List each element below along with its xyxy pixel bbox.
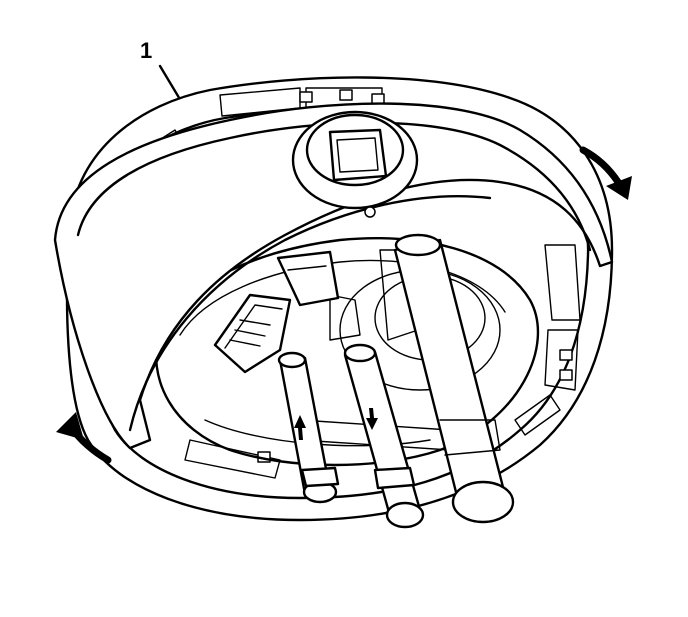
fuel-line-pipe-right xyxy=(393,233,515,524)
fuel-line-pipe-middle xyxy=(343,343,425,529)
callout-label: 1 xyxy=(140,38,153,63)
counterclockwise-arrow-left xyxy=(56,412,112,464)
electrical-connector xyxy=(213,250,340,374)
fuel-sender-module-top xyxy=(155,237,540,467)
down-arrow xyxy=(366,408,378,430)
clockwise-arrow-right xyxy=(579,146,632,200)
up-arrow xyxy=(294,415,306,440)
tool-square-drive-socket xyxy=(291,110,419,218)
